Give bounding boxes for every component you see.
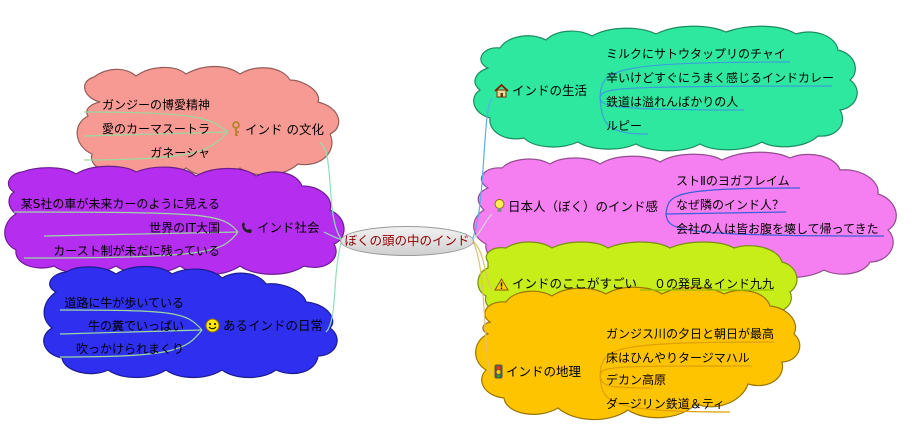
- conn-life-1: [599, 61, 791, 99]
- cloud-daily: [43, 265, 338, 379]
- house-icon: [494, 83, 509, 102]
- geo-item-3[interactable]: デカン高原: [606, 373, 667, 387]
- life-item-3[interactable]: 鉄道は溢れんばかりの人: [606, 95, 739, 109]
- conn-life-2: [599, 85, 833, 99]
- conn-root-great: [471, 239, 493, 291]
- topic-culture[interactable]: インド の文化: [230, 121, 324, 141]
- conn-culture-2: [83, 131, 229, 137]
- geo-item-4[interactable]: ダージリン鉄道＆ティ: [606, 397, 726, 411]
- conn-society-3: [23, 231, 239, 259]
- telephone-icon: [240, 221, 254, 239]
- life-item-1[interactable]: ミルクにサトウタップリのチャイ: [606, 47, 786, 61]
- conn-root-geo: [471, 239, 493, 377]
- view-item-1[interactable]: ストⅡのヨガフレイム: [676, 174, 790, 188]
- topic-view[interactable]: 日本人（ぼく）のインド感: [494, 199, 658, 218]
- conn-root-daily: [325, 239, 343, 333]
- society-item-2[interactable]: 世界のIT大国: [149, 221, 220, 235]
- culture-item-3[interactable]: ガネーシャ: [150, 146, 210, 160]
- traffic-light-icon: [494, 364, 503, 383]
- culture-item-1[interactable]: ガンジーの博愛精神: [101, 98, 210, 112]
- culture-item-2[interactable]: 愛のカーマスートラ: [101, 122, 210, 136]
- conn-geo-4: [599, 375, 731, 413]
- topic-society[interactable]: インド社会: [240, 220, 320, 239]
- conn-daily-2: [59, 329, 203, 335]
- society-item-1[interactable]: 某S社の車が未来カーのように見える: [20, 197, 220, 211]
- geo-item-2[interactable]: 床はひんやりタージマハル: [606, 351, 750, 365]
- geo-item-1[interactable]: ガンジス川の夕日と朝日が最高: [606, 327, 775, 341]
- conn-daily-1: [59, 309, 203, 331]
- conn-society-1: [13, 211, 239, 233]
- conn-view-3: [665, 213, 885, 237]
- topic-geo[interactable]: インドの地理: [494, 364, 581, 383]
- topic-great-label: インドのここがすごい: [512, 276, 638, 291]
- cloud-culture: [76, 65, 340, 178]
- topic-life-label: インドの生活: [512, 83, 588, 98]
- conn-root-culture: [319, 142, 343, 241]
- daily-item-2[interactable]: 牛の糞でいっぱい: [87, 319, 184, 333]
- topic-daily-label: あるインドの日常: [223, 318, 324, 333]
- cloud-society: [4, 165, 345, 275]
- cloud-geo: [475, 286, 801, 421]
- conn-geo-1: [599, 341, 775, 377]
- topic-geo-label: インドの地理: [506, 364, 582, 379]
- conn-root-view: [471, 213, 493, 241]
- conn-root-life: [471, 97, 493, 241]
- warning-icon: [494, 278, 509, 295]
- root-topic[interactable]: ぼくの頭の中のインド: [340, 226, 474, 256]
- daily-item-1[interactable]: 道路に牛が歩いている: [64, 296, 184, 310]
- conn-daily-3: [59, 329, 203, 358]
- topic-life[interactable]: インドの生活: [494, 83, 587, 102]
- daily-item-3[interactable]: 吹っかけられまくり: [75, 342, 184, 356]
- view-item-2[interactable]: なぜ隣のインド人？: [676, 198, 785, 212]
- topic-society-label: インド社会: [257, 220, 320, 235]
- conn-life-4: [599, 97, 649, 135]
- view-item-3[interactable]: 会社の人は皆お腹を壊して帰ってきた: [676, 222, 879, 236]
- conn-view-1: [665, 187, 801, 215]
- conn-society-2: [43, 231, 239, 237]
- life-item-2[interactable]: 辛いけどすぐにうまく感じるインドカレー: [606, 71, 835, 85]
- topic-daily[interactable]: あるインドの日常: [205, 318, 323, 337]
- life-item-4[interactable]: ルピー: [606, 119, 643, 133]
- smiley-icon: [205, 318, 220, 337]
- connectors: [13, 61, 885, 413]
- topic-culture-label: インド の文化: [245, 122, 324, 137]
- conn-culture-1: [83, 111, 229, 133]
- conn-culture-3: [83, 131, 229, 161]
- topic-view-label: 日本人（ぼく）のインド感: [508, 199, 659, 214]
- topic-great[interactable]: インドのここがすごい: [494, 276, 637, 295]
- key-icon: [230, 121, 242, 141]
- great-item-1[interactable]: ０の発見＆インド九九: [654, 277, 775, 291]
- society-item-3[interactable]: カースト制が未だに残っている: [53, 244, 220, 258]
- cloud-life: [473, 25, 858, 152]
- conn-life-3: [599, 97, 745, 111]
- conn-view-2: [665, 211, 787, 215]
- conn-geo-2: [599, 365, 753, 377]
- lightbulb-icon: [494, 199, 505, 218]
